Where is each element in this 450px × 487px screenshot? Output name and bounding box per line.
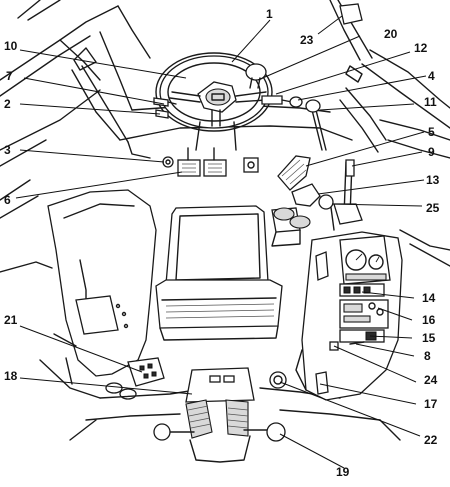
round-button-22 (269, 371, 287, 389)
gear-levers (271, 155, 363, 247)
cab-frame (0, 0, 450, 273)
callout-19: 19 (336, 465, 350, 479)
callout-12: 12 (414, 41, 428, 55)
callout-22: 22 (424, 433, 438, 447)
callout-10: 10 (4, 39, 18, 53)
callout-21: 21 (4, 313, 18, 327)
callout-14: 14 (422, 291, 436, 305)
callout-2: 2 (4, 97, 11, 111)
callout-5: 5 (428, 125, 435, 139)
floor-switches-6 (177, 147, 259, 177)
callout-1: 1 (266, 7, 273, 21)
callout-11: 11 (424, 95, 437, 109)
roof-light-23 (339, 3, 363, 25)
callout-18: 18 (4, 369, 18, 383)
callout-6: 6 (4, 193, 11, 207)
callout-labels: 1 2 3 4 5 6 7 8 9 10 11 12 13 14 15 16 1… (4, 7, 440, 479)
floor (69, 387, 401, 441)
leader-lines (15, 15, 427, 469)
callout-24: 24 (424, 373, 438, 387)
steering-wheel (155, 52, 273, 151)
callout-9: 9 (428, 145, 435, 159)
callout-15: 15 (422, 331, 436, 345)
callout-25: 25 (426, 201, 440, 215)
callout-17: 17 (424, 397, 438, 411)
callout-16: 16 (422, 313, 436, 327)
right-console (295, 231, 403, 401)
callout-23: 23 (300, 33, 314, 47)
callout-8: 8 (424, 349, 431, 363)
callout-20: 20 (384, 27, 398, 41)
operator-seat (155, 205, 283, 341)
button-3 (162, 156, 174, 168)
column-switches (153, 95, 327, 151)
callout-13: 13 (426, 173, 440, 187)
callout-3: 3 (4, 143, 11, 157)
callout-4: 4 (428, 69, 435, 83)
left-console (39, 189, 157, 399)
joystick-assembly (153, 367, 286, 463)
callout-7: 7 (6, 69, 13, 83)
